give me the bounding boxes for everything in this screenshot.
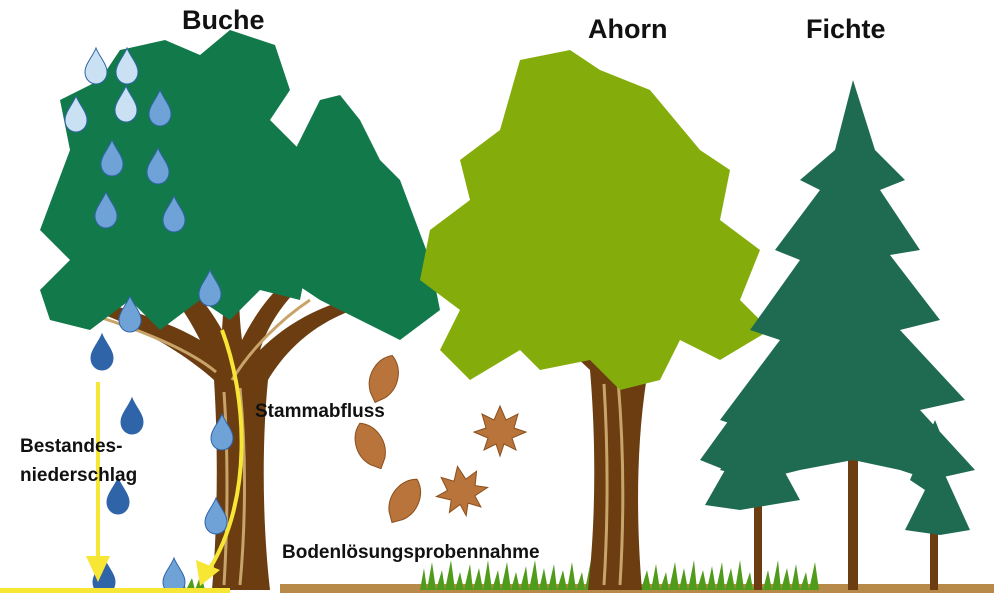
- label-bestandes-line2: niederschlag: [20, 461, 137, 490]
- label-bodenloesung: Bodenlösungsprobennahme: [282, 538, 540, 567]
- ground-line: [0, 588, 230, 593]
- label-fichte: Fichte: [806, 14, 886, 45]
- label-buche: Buche: [182, 5, 265, 36]
- falling-leaves: [348, 351, 526, 529]
- label-ahorn: Ahorn: [588, 14, 667, 45]
- maple-tree: [420, 50, 770, 590]
- label-stammabfluss: Stammabfluss: [255, 397, 385, 426]
- label-bestandes-line1: Bestandes-: [20, 432, 122, 461]
